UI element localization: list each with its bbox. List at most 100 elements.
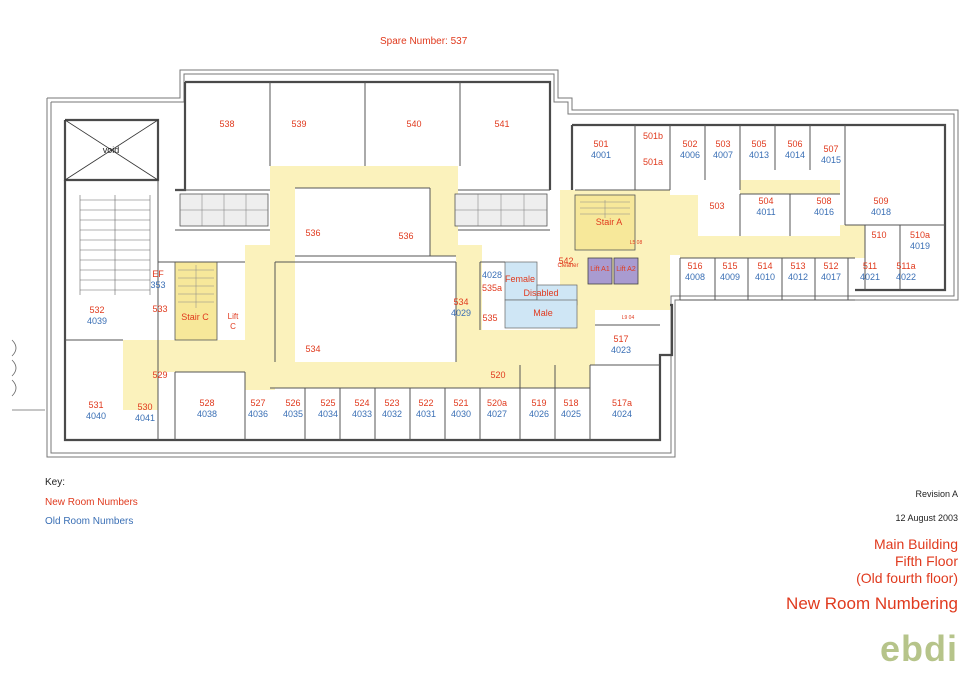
- new-room-number: 502: [682, 139, 697, 149]
- new-room-number: 539: [291, 119, 306, 129]
- new-room-number: 518: [563, 398, 578, 408]
- old-room-number: 4036: [248, 409, 268, 419]
- new-room-number: 542: [558, 256, 573, 266]
- old-room-number: 4017: [821, 272, 841, 282]
- new-room-number: 514: [757, 261, 772, 271]
- old-room-number: 4026: [529, 409, 549, 419]
- subtitle: New Room Numbering: [786, 594, 958, 613]
- revision: Revision A: [915, 489, 958, 499]
- new-room-number: 530: [137, 402, 152, 412]
- space-label: L5 08: [630, 240, 643, 246]
- old-room-number: 4015: [821, 155, 841, 165]
- new-room-number: 541: [494, 119, 509, 129]
- old-room-number: 4031: [416, 409, 436, 419]
- new-room-number: 520a: [487, 398, 507, 408]
- new-room-number: 504: [758, 196, 773, 206]
- old-room-number: 4009: [720, 272, 740, 282]
- old-room-number: 4034: [318, 409, 338, 419]
- ebdi-logo: ebdi: [879, 628, 958, 669]
- new-room-number: 512: [823, 261, 838, 271]
- new-room-number: 511: [863, 261, 877, 271]
- toilet-areas: [504, 261, 578, 329]
- new-room-number: 519: [531, 398, 546, 408]
- key-title: Key:: [45, 477, 66, 488]
- space-label: Cleaner: [557, 263, 578, 269]
- new-room-number: 538: [219, 119, 234, 129]
- old-room-number: 4027: [487, 409, 507, 419]
- old-room-number: 4008: [685, 272, 705, 282]
- space-label: Stair A: [596, 217, 623, 227]
- old-room-number: 4019: [910, 241, 930, 251]
- old-room-number: 4006: [680, 150, 700, 160]
- space-label: Stair C: [181, 312, 209, 322]
- old-room-number: 4033: [352, 409, 372, 419]
- new-room-number: 522: [418, 398, 433, 408]
- title-line-2: Fifth Floor: [894, 553, 958, 569]
- new-room-number: 511a: [896, 261, 915, 271]
- stair-c-treads: [178, 265, 214, 308]
- old-room-number: 4038: [197, 409, 217, 419]
- new-room-number: 536: [398, 231, 413, 241]
- old-room-number: 4007: [713, 150, 733, 160]
- interior-walls: [65, 82, 945, 440]
- old-room-number: 4018: [871, 207, 891, 217]
- external-steps: [11, 339, 45, 411]
- old-room-number: 4012: [788, 272, 808, 282]
- title-line-1: Main Building: [873, 536, 958, 552]
- old-room-number: 4022: [896, 272, 916, 282]
- new-room-number: 503: [709, 201, 724, 211]
- old-room-number: 4025: [561, 409, 581, 419]
- stair-b-treads: [79, 195, 151, 295]
- outer-terrace: [46, 69, 959, 458]
- new-room-number: 507: [823, 144, 838, 154]
- new-room-number: 510: [871, 230, 886, 240]
- new-room-number: 534: [453, 297, 468, 307]
- space-label: C: [230, 322, 236, 331]
- new-room-number: 506: [787, 139, 802, 149]
- lift-cars: [587, 257, 639, 285]
- old-room-number: 4014: [785, 150, 805, 160]
- title-line-3: (Old fourth floor): [856, 570, 958, 586]
- new-room-number: 509: [873, 196, 888, 206]
- new-room-number: 531: [88, 400, 103, 410]
- old-room-number: 4035: [283, 409, 303, 419]
- old-room-number: 4029: [451, 308, 471, 318]
- new-room-number: 524: [354, 398, 369, 408]
- space-label: Disabled: [523, 288, 558, 298]
- new-room-number: 529: [152, 370, 167, 380]
- space-label: Female: [505, 274, 535, 284]
- old-room-number: 4011: [756, 207, 775, 217]
- old-room-number: 4013: [749, 150, 769, 160]
- new-room-number: 525: [320, 398, 335, 408]
- old-room-number: 4024: [612, 409, 632, 419]
- space-label: void: [103, 145, 120, 155]
- new-room-number: 517a: [612, 398, 632, 408]
- old-room-number: 4001: [591, 150, 611, 160]
- new-room-number: 510a: [910, 230, 930, 240]
- new-room-number: 526: [285, 398, 300, 408]
- new-room-number: 534: [305, 344, 320, 354]
- space-label: L9 04: [622, 315, 635, 321]
- old-room-number: 4041: [135, 413, 155, 423]
- old-room-number: 4021: [860, 272, 880, 282]
- new-room-number: 533: [152, 304, 167, 314]
- space-label: Lift A1: [590, 266, 610, 273]
- space-label: Lift: [228, 312, 239, 321]
- old-room-number: 4016: [814, 207, 834, 217]
- new-room-number: 535: [482, 313, 497, 323]
- new-room-number: 505: [751, 139, 766, 149]
- new-room-number: 501b: [643, 131, 663, 141]
- new-room-number: 521: [453, 398, 468, 408]
- new-room-number: 523: [384, 398, 399, 408]
- new-room-number: 536: [305, 228, 320, 238]
- new-room-number: 501: [593, 139, 608, 149]
- old-room-number: 4028: [482, 270, 502, 280]
- new-room-number: 528: [199, 398, 214, 408]
- old-room-number: 4030: [451, 409, 471, 419]
- old-room-number: 353: [150, 280, 165, 290]
- new-room-number: 501a: [643, 157, 663, 167]
- new-room-number: 508: [816, 196, 831, 206]
